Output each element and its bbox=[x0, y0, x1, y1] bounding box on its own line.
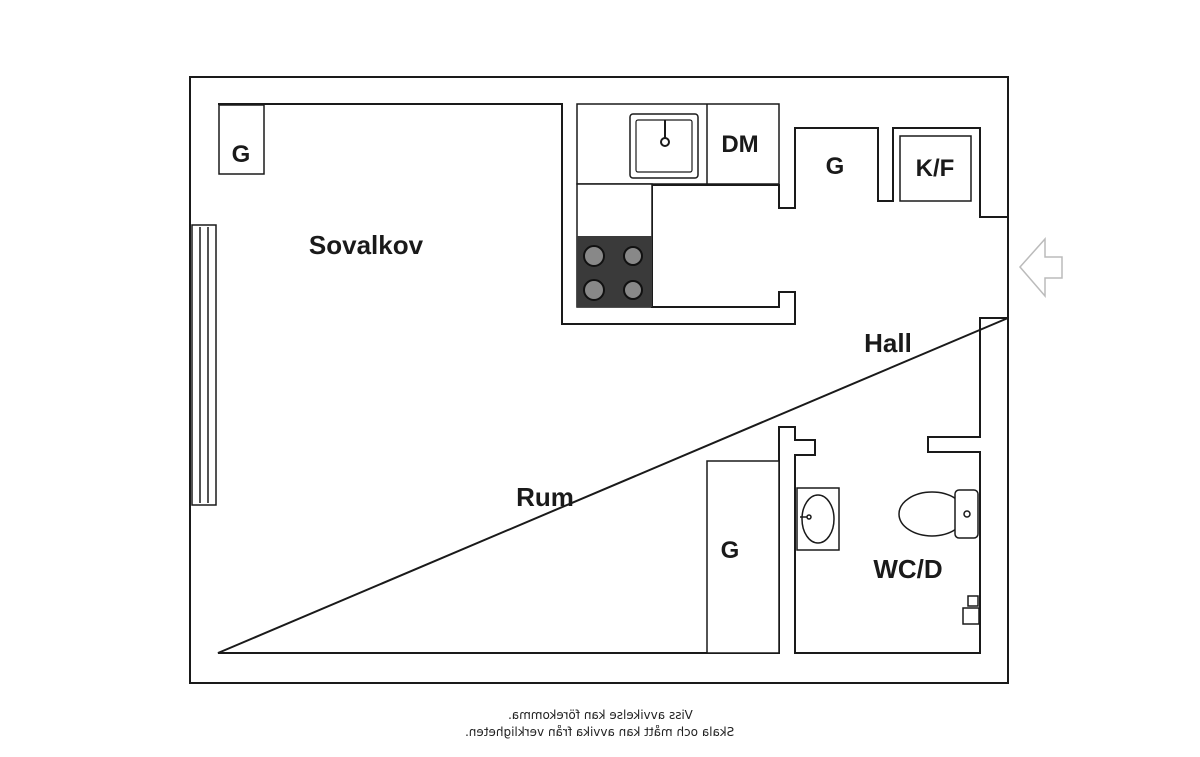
label-g-hall: G bbox=[826, 153, 845, 180]
label-wcd: WC/D bbox=[873, 554, 942, 584]
label-g-topleft: G bbox=[232, 141, 251, 168]
label-kf: K/F bbox=[916, 155, 955, 182]
label-rum: Rum bbox=[516, 482, 574, 512]
sink-icon bbox=[629, 113, 699, 179]
disclaimer-line-2: Skala och mått kan avvika från verklighe… bbox=[465, 725, 735, 739]
wardrobe-g-room bbox=[706, 460, 780, 654]
closet-kf bbox=[899, 135, 972, 202]
wardrobe-g-topleft bbox=[218, 104, 265, 175]
label-sovalkov: Sovalkov bbox=[309, 230, 424, 260]
left-arrow-icon bbox=[1019, 237, 1063, 299]
label-hall: Hall bbox=[864, 328, 912, 358]
window bbox=[191, 224, 217, 506]
toilet-icon bbox=[898, 489, 979, 539]
shower-faucet-icon bbox=[962, 595, 980, 625]
stove-icon bbox=[577, 236, 652, 307]
label-g-room: G bbox=[721, 537, 740, 564]
label-dm: DM bbox=[721, 131, 758, 158]
washbasin-icon bbox=[796, 487, 840, 551]
disclaimer-line-1: Viss avvikelse kan förekomma. bbox=[507, 708, 693, 722]
